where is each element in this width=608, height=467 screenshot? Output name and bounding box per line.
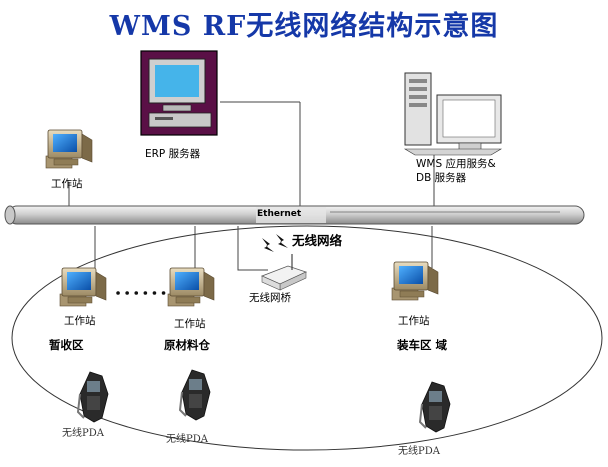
erp-server-label: ERP 服务器 bbox=[145, 148, 201, 160]
erp-server-icon bbox=[140, 50, 218, 136]
link-bridge bbox=[237, 226, 268, 271]
diagram-title: WMS RF无线网络结构示意图 bbox=[109, 11, 499, 42]
material-warehouse-workstation-icon bbox=[167, 267, 215, 307]
wms-server-icon bbox=[403, 72, 503, 156]
loading-area-label: 装车区 域 bbox=[397, 338, 448, 352]
wms-server-label-line1: WMS 应用服务& bbox=[416, 158, 496, 170]
loading-area-workstation-icon bbox=[391, 261, 439, 301]
wms-server-label-line2: DB 服务器 bbox=[416, 172, 467, 184]
pda-label: 无线PDA bbox=[62, 428, 104, 439]
wireless-signal-icon bbox=[262, 238, 274, 252]
pda-label: 无线PDA bbox=[166, 434, 208, 445]
material-warehouse-label: 原材料仓 bbox=[164, 338, 210, 352]
pda-device-icon bbox=[179, 369, 211, 421]
wireless-bridge-icon bbox=[260, 254, 308, 291]
temp-area-label: 暂收区 bbox=[49, 338, 84, 352]
wireless-zone-ellipse bbox=[11, 225, 603, 451]
ethernet-backbone bbox=[4, 205, 585, 225]
top-workstation-label: 工作站 bbox=[51, 178, 83, 190]
pda-device-icon bbox=[77, 371, 109, 423]
pda-label: 无线PDA bbox=[398, 446, 440, 457]
material-warehouse-workstation-label: 工作站 bbox=[174, 318, 206, 330]
temp-area-workstation-label: 工作站 bbox=[64, 315, 96, 327]
wireless-signal-icon bbox=[276, 234, 288, 248]
temp-area-workstation-icon bbox=[59, 267, 107, 307]
top-workstation-icon bbox=[45, 129, 93, 169]
wireless-network-label: 无线网络 bbox=[292, 233, 343, 248]
pda-device-icon bbox=[419, 381, 451, 433]
wireless-bridge-label: 无线网桥 bbox=[249, 292, 291, 304]
loading-area-workstation-label: 工作站 bbox=[398, 315, 430, 327]
ethernet-label: Ethernet bbox=[257, 209, 302, 219]
